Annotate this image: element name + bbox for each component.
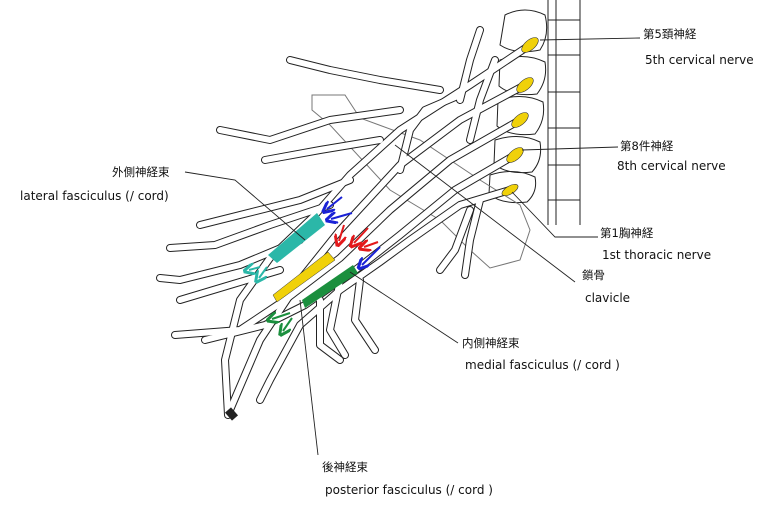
root-highlights (501, 37, 539, 196)
posterior-label-jp: 後神経束 (322, 460, 368, 474)
blue-arrow (327, 196, 343, 209)
teal-arrow (249, 267, 261, 270)
leader-lines (184, 37, 641, 456)
green-arrow (283, 317, 293, 331)
posterior-label-en: posterior fasciculus (/ cord ) (325, 483, 493, 497)
medial-cord (302, 265, 358, 308)
clavicle-label-jp: 鎖骨 (582, 268, 605, 282)
red-arrow (364, 242, 379, 247)
t1-label-en: 1st thoracic nerve (602, 248, 712, 262)
clavicle-label-en: clavicle (585, 291, 631, 305)
c5-label-jp: 第5頚神経 (643, 27, 697, 41)
lateral-label-jp: 外側神経束 (112, 165, 170, 179)
spinal-column (488, 0, 581, 225)
green-arrow (272, 313, 291, 319)
t1-label-jp: 第1胸神経 (600, 226, 654, 240)
lateral-cord (268, 213, 325, 263)
medial-label-en: medial fasciculus (/ cord ) (465, 358, 620, 372)
red-arrow (339, 224, 344, 241)
medial-label-jp: 内側神経束 (462, 336, 520, 350)
blue-arrow (331, 213, 353, 219)
posterior-cord (272, 251, 336, 303)
teal-arrow (259, 266, 268, 278)
c8-label-jp: 第8件神経 (620, 139, 674, 153)
c5-label-en: 5th cervical nerve (645, 53, 754, 67)
blue-arrow (362, 246, 381, 265)
c8-label-en: 8th cervical nerve (617, 159, 726, 173)
direction-arrows (249, 196, 381, 331)
lateral-label-en: lateral fasciculus (/ cord) (20, 189, 169, 203)
